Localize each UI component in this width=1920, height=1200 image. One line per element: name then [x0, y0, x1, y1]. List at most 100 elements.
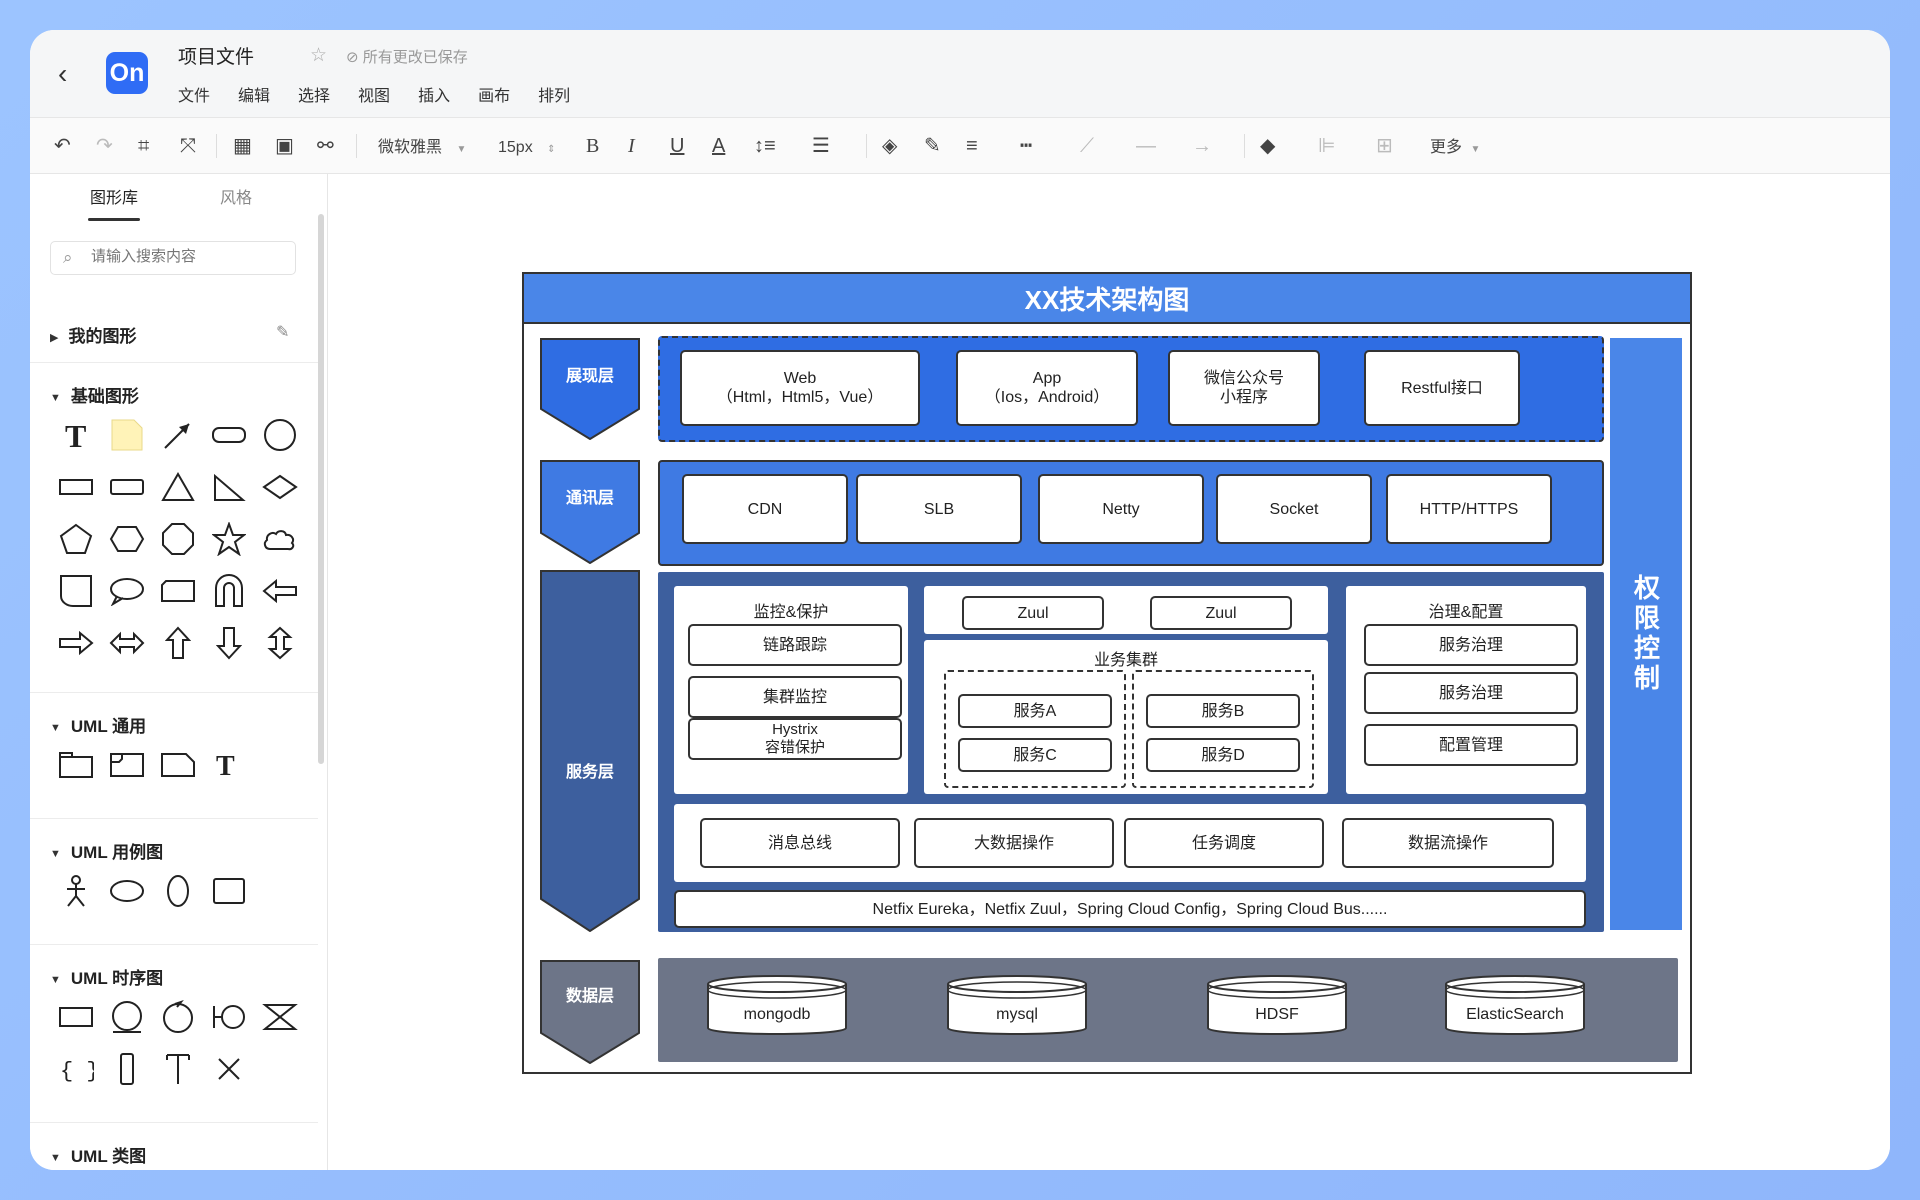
- section-uml-general[interactable]: ▼UML 通用: [50, 712, 146, 737]
- slb-box[interactable]: SLB: [856, 474, 1022, 544]
- boundary-icon[interactable]: [203, 996, 254, 1038]
- menu-arrange[interactable]: 排列: [538, 88, 571, 105]
- destroy-hourglass-icon[interactable]: [254, 996, 305, 1038]
- arrow-left-icon[interactable]: [254, 570, 305, 612]
- web-box[interactable]: Web （Html，Html5，Vue）: [680, 350, 920, 426]
- card-shape-icon[interactable]: [50, 570, 101, 612]
- arrow-style-icon[interactable]: →: [1192, 135, 1212, 157]
- menu-edit[interactable]: 编辑: [238, 88, 271, 105]
- image-icon[interactable]: ▣: [275, 135, 294, 157]
- governance-box-2[interactable]: 服务治理: [1364, 672, 1578, 714]
- fill-pattern-icon[interactable]: ▦: [233, 135, 252, 157]
- triangle-icon[interactable]: [152, 466, 203, 508]
- u-turn-arrow-icon[interactable]: [203, 570, 254, 612]
- document-title[interactable]: 项目文件: [178, 47, 255, 68]
- trapezoid-rect-icon[interactable]: [152, 570, 203, 612]
- connector-icon[interactable]: ⟋: [1080, 135, 1094, 157]
- hystrix-box[interactable]: Hystrix 容错保护: [688, 718, 902, 760]
- service-c-box[interactable]: 服务C: [958, 738, 1112, 772]
- tab-shape-library[interactable]: 图形库: [90, 190, 139, 207]
- control-icon[interactable]: [152, 996, 203, 1038]
- speech-bubble-icon[interactable]: [101, 570, 152, 612]
- usecase-ellipse-icon[interactable]: [101, 870, 152, 912]
- lifeline-icon[interactable]: [152, 1048, 203, 1090]
- more-button[interactable]: 更多 ▼: [1430, 134, 1480, 164]
- arrow-line-icon[interactable]: [152, 414, 203, 456]
- align-objects-icon[interactable]: ⊫: [1318, 135, 1336, 157]
- zuul-box-1[interactable]: Zuul: [962, 596, 1104, 630]
- service-d-box[interactable]: 服务D: [1146, 738, 1300, 772]
- menu-canvas[interactable]: 画布: [478, 88, 511, 105]
- back-icon[interactable]: ‹: [58, 58, 68, 89]
- elasticsearch-cylinder[interactable]: [1444, 974, 1586, 1040]
- align-icon[interactable]: ☰: [812, 135, 830, 157]
- entity-icon[interactable]: [101, 996, 152, 1038]
- star-shape-icon[interactable]: [203, 518, 254, 560]
- font-color-icon[interactable]: A: [712, 135, 726, 157]
- bold-icon[interactable]: B: [586, 135, 600, 157]
- mysql-cylinder[interactable]: [946, 974, 1088, 1040]
- cloud-icon[interactable]: [254, 518, 305, 560]
- layers-icon[interactable]: ◆: [1260, 135, 1276, 157]
- spring-cloud-stack-box[interactable]: Netfix Eureka，Netfix Zuul，Spring Cloud C…: [674, 890, 1586, 928]
- config-management-box[interactable]: 配置管理: [1364, 724, 1578, 766]
- architecture-diagram[interactable]: XX技术架构图 展现层 Web （Html，Html5，Vue） App （Io…: [522, 272, 1692, 1074]
- actor-icon[interactable]: [50, 870, 101, 912]
- section-uml-usecase[interactable]: ▼UML 用例图: [50, 838, 163, 863]
- link-icon[interactable]: ⚯: [317, 135, 334, 157]
- arrow-up-icon[interactable]: [152, 622, 203, 664]
- cluster-group-1[interactable]: [944, 670, 1126, 788]
- line-color-icon[interactable]: ✎: [924, 135, 941, 157]
- socket-box[interactable]: Socket: [1216, 474, 1372, 544]
- distribute-icon[interactable]: ⊞: [1376, 135, 1393, 157]
- circle-icon[interactable]: [254, 414, 305, 456]
- vertical-ellipse-icon[interactable]: [152, 870, 203, 912]
- task-scheduling-box[interactable]: 任务调度: [1124, 818, 1324, 868]
- note-shape-icon[interactable]: [101, 414, 152, 456]
- tracing-box[interactable]: 链路跟踪: [688, 624, 902, 666]
- cluster-monitor-box[interactable]: 集群监控: [688, 676, 902, 718]
- text-shape-icon[interactable]: T: [50, 414, 101, 456]
- package-icon[interactable]: [50, 744, 101, 786]
- governance-box-1[interactable]: 服务治理: [1364, 624, 1578, 666]
- font-family-select[interactable]: 微软雅黑 ▼: [378, 134, 466, 164]
- section-uml-sequence[interactable]: ▼UML 时序图: [50, 964, 163, 989]
- diamond-icon[interactable]: [254, 466, 305, 508]
- section-my-shapes[interactable]: ▶我的图形: [50, 322, 136, 347]
- rect-rounded-small-icon[interactable]: [101, 466, 152, 508]
- diagram-title[interactable]: XX技术架构图: [524, 274, 1690, 324]
- mongodb-cylinder[interactable]: [706, 974, 848, 1040]
- zuul-box-2[interactable]: Zuul: [1150, 596, 1292, 630]
- message-bus-box[interactable]: 消息总线: [700, 818, 900, 868]
- permission-control-column[interactable]: 权限控制: [1610, 338, 1682, 930]
- netty-box[interactable]: Netty: [1038, 474, 1204, 544]
- fill-color-icon[interactable]: ◈: [882, 135, 898, 157]
- braces-icon[interactable]: { }: [50, 1048, 101, 1090]
- arrow-up-down-icon[interactable]: [254, 622, 305, 664]
- menu-view[interactable]: 视图: [358, 88, 391, 105]
- cross-icon[interactable]: [203, 1048, 254, 1090]
- line-style-icon[interactable]: ┅: [1020, 135, 1033, 157]
- italic-icon[interactable]: I: [628, 135, 635, 157]
- pentagon-icon[interactable]: [50, 518, 101, 560]
- edit-icon[interactable]: ✎: [276, 324, 290, 341]
- dataflow-box[interactable]: 数据流操作: [1342, 818, 1554, 868]
- line-type-icon[interactable]: —: [1136, 135, 1156, 157]
- rectangle-icon[interactable]: [50, 466, 101, 508]
- arrow-left-right-icon[interactable]: [101, 622, 152, 664]
- menu-select[interactable]: 选择: [298, 88, 331, 105]
- clear-format-icon[interactable]: ⤧: [180, 135, 196, 157]
- frame-icon[interactable]: [101, 744, 152, 786]
- line-height-icon[interactable]: ↕≡: [754, 135, 776, 157]
- object-rect-icon[interactable]: [50, 996, 101, 1038]
- wechat-box[interactable]: 微信公众号 小程序: [1168, 350, 1320, 426]
- layer-tag-presentation[interactable]: [540, 338, 640, 440]
- tab-style[interactable]: 风格: [220, 190, 253, 207]
- section-uml-class[interactable]: ▼UML 类图: [50, 1142, 146, 1167]
- menu-insert[interactable]: 插入: [418, 88, 451, 105]
- format-painter-icon[interactable]: ⌗: [138, 135, 150, 157]
- redo-icon[interactable]: ↷: [96, 135, 113, 157]
- layer-tag-data[interactable]: [540, 960, 640, 1064]
- layer-tag-communication[interactable]: [540, 460, 640, 564]
- undo-icon[interactable]: ↶: [54, 135, 71, 157]
